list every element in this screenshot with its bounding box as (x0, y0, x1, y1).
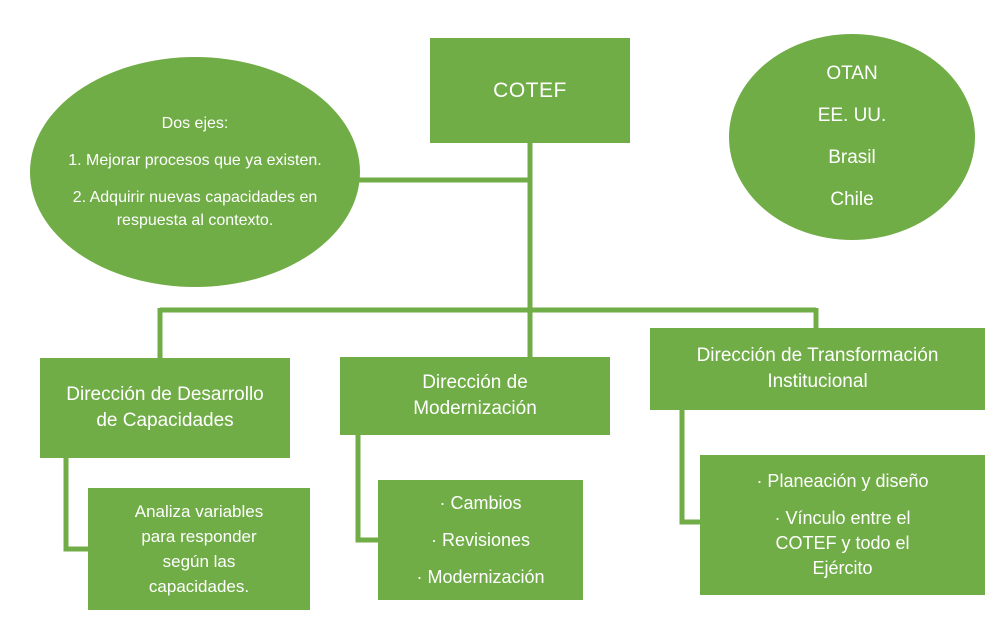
node-direccion-modernizacion: Dirección de Modernización (340, 357, 610, 435)
paises-line-3: Brasil (828, 147, 876, 168)
modernizacion-item-1: · Cambios (439, 492, 522, 513)
dos-ejes-item-2: 2. Adquirir nuevas capacidades en respue… (72, 189, 318, 229)
node-analiza-text: Analiza variables para responder según l… (134, 502, 264, 596)
node-cotef-label: COTEF (493, 78, 567, 102)
modernizacion-item-3: · Modernización (416, 566, 545, 587)
transformacion-item-1: · Planeación y diseño (756, 471, 929, 491)
paises-line-4: Chile (830, 189, 874, 210)
node-cotef: COTEF (430, 38, 630, 143)
node-direccion-transformacion: Dirección de Transformación Instituciona… (650, 328, 985, 410)
modernizacion-item-2: · Revisiones (430, 529, 531, 550)
node-transformacion-label: Dirección de Transformación Instituciona… (696, 345, 939, 392)
node-transformacion-detalles: · Planeación y diseño · Vínculo entre el… (700, 455, 985, 595)
dos-ejes-item-1: 1. Mejorar procesos que ya existen. (68, 152, 322, 169)
node-analiza-variables: Analiza variables para responder según l… (88, 488, 310, 610)
paises-line-2: EE. UU. (817, 105, 887, 126)
ellipse-paises: OTAN EE. UU. Brasil Chile (729, 34, 975, 240)
paises-line-1: OTAN (826, 63, 878, 84)
connector-modernizacion-child (355, 432, 380, 543)
node-direccion-desarrollo-capacidades: Dirección de Desarrollo de Capacidades (40, 358, 290, 458)
connector-transformacion-child (679, 407, 702, 525)
node-modernizacion-label: Dirección de Modernización (413, 372, 537, 419)
node-modernizacion-detalles: · Cambios · Revisiones · Modernización (378, 480, 583, 600)
ellipse-dos-ejes: Dos ejes: 1. Mejorar procesos que ya exi… (30, 57, 360, 287)
transformacion-item-2: · Vínculo entre el COTEF y todo el Ejérc… (774, 508, 911, 578)
node-capacidades-label: Dirección de Desarrollo de Capacidades (66, 384, 264, 431)
connector-capacidades-child (63, 455, 90, 552)
dos-ejes-title: Dos ejes: (161, 115, 229, 132)
